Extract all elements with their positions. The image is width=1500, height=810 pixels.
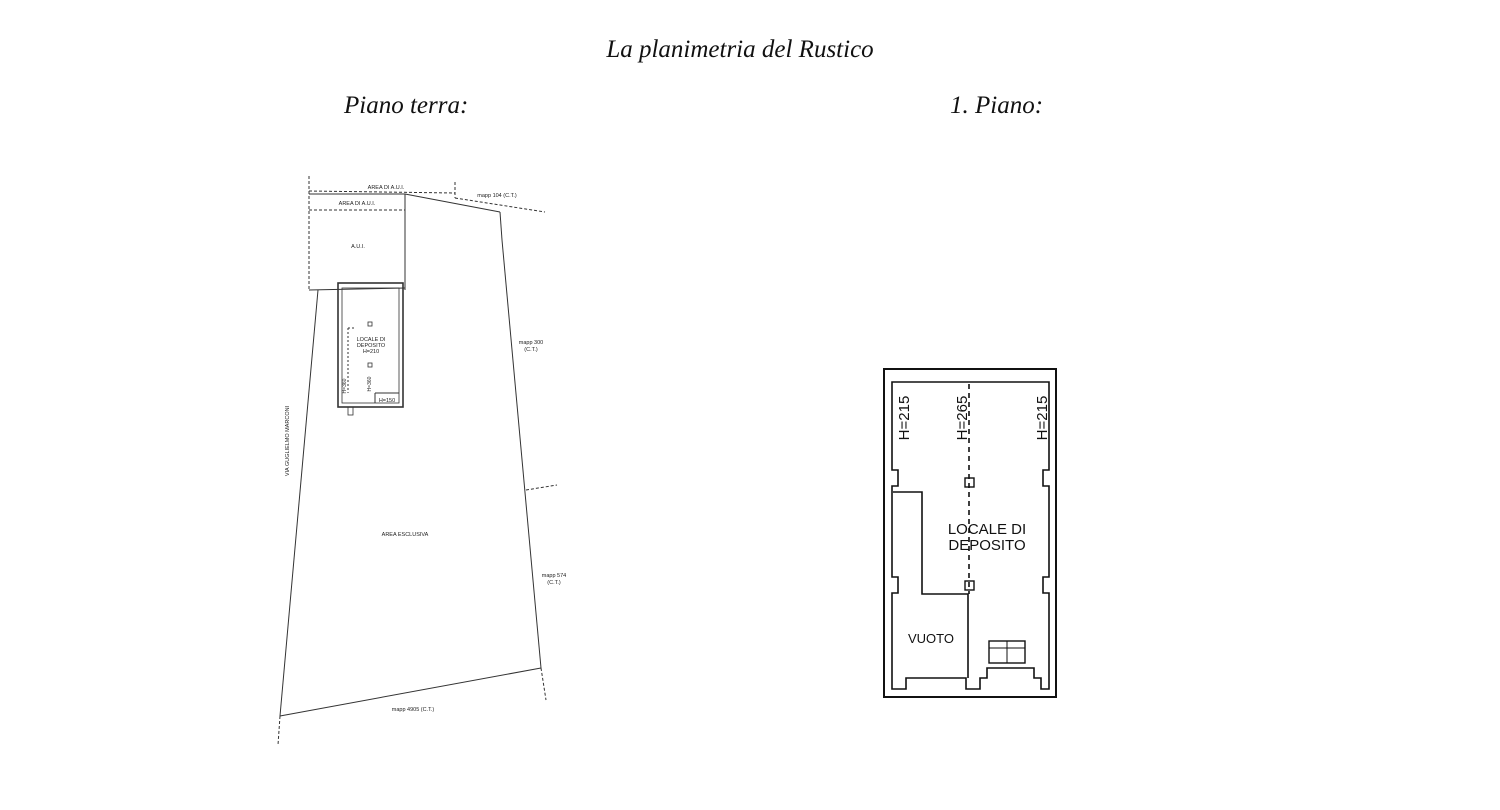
label-street: VIA GUGLIELMO MARCONI: [285, 405, 291, 476]
top-boundary-dashed: [308, 190, 456, 194]
label-h-left: H=360: [342, 378, 348, 393]
lot-bottom-boundary: [279, 667, 542, 717]
ground-floor-heading: Piano terra:: [344, 92, 469, 119]
void-outline: [893, 491, 969, 678]
label-vuoto: VUOTO: [908, 631, 954, 646]
first-floor-outer-wall: [883, 368, 1057, 698]
label-h3: H=215: [1034, 396, 1051, 441]
column-upper: [964, 477, 975, 488]
lot-left-boundary: [279, 289, 319, 717]
label-area-top: AREA DI A.U.I.: [368, 185, 405, 191]
label-mapp-574: mapp 574: [542, 573, 566, 579]
label-locale-1: LOCALE DI: [357, 337, 386, 343]
ground-floor-labels: AREA DI A.U.I. AREA DI A.U.I. A.U.I. map…: [285, 185, 566, 713]
top-boundary-solid: [404, 193, 501, 213]
first-floor-labels: H=215 H=265 H=215 LOCALE DI DEPOSITO VUO…: [896, 396, 1051, 646]
label-area-esclusiva: AREA ESCLUSIVA: [382, 532, 429, 538]
label-h-mid: H=360: [367, 376, 373, 391]
ground-building: [337, 282, 404, 408]
label-mapp-bottom: mapp 4905 (C.T.): [392, 707, 435, 713]
page-title: La planimetria del Rustico: [606, 36, 874, 63]
first-floor-plan: [883, 368, 1057, 698]
first-floor-heading: 1. Piano:: [950, 92, 1044, 119]
ground-floor-plan: [277, 176, 558, 746]
label-locale-2: DEPOSITO: [357, 343, 386, 349]
svg-text:(C.T.): (C.T.): [547, 580, 561, 586]
label-area-mid: AREA DI A.U.I.: [339, 201, 376, 207]
label-mapp-top: mapp 104 (C.T.): [477, 193, 517, 199]
label-locale-h: H=210: [363, 349, 379, 355]
svg-text:(C.T.): (C.T.): [524, 347, 538, 353]
label-h-bottom: H=150: [379, 398, 395, 404]
lot-right-boundary: [501, 239, 542, 669]
label-locale-di: LOCALE DI: [948, 521, 1026, 538]
label-aui: A.U.I.: [351, 244, 365, 250]
label-h2: H=265: [954, 396, 971, 441]
label-h1: H=215: [896, 396, 913, 441]
column-lower: [964, 580, 975, 591]
first-floor-inner-wall: [891, 381, 1050, 690]
label-deposito: DEPOSITO: [948, 537, 1025, 554]
label-mapp-300: mapp 300: [519, 340, 543, 346]
